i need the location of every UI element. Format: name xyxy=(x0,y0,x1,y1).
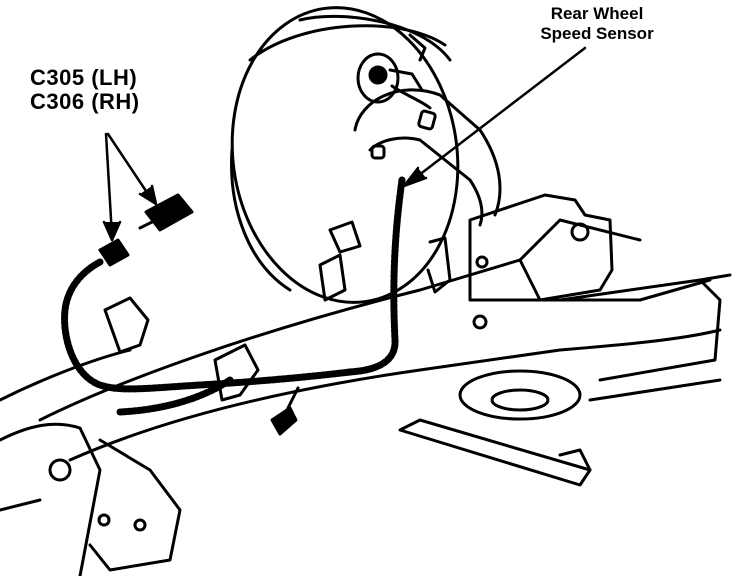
connector-label-rh: C306 (RH) xyxy=(30,89,140,114)
sensor-label-line2: Speed Sensor xyxy=(540,24,654,43)
sensor-label-line1: Rear Wheel xyxy=(550,4,644,23)
connector-label-lh: C305 (LH) xyxy=(30,65,138,90)
sensor-leader-line xyxy=(402,46,587,188)
axle-housing xyxy=(38,218,722,462)
suspension-bracket xyxy=(468,193,732,382)
spring-seat xyxy=(398,369,722,487)
frame-rail xyxy=(0,348,182,578)
sensor-harness xyxy=(346,176,406,376)
connector-plug-rh xyxy=(138,193,194,232)
sensor-label: Rear Wheel Speed Sensor xyxy=(512,4,682,44)
brake-line-fitting xyxy=(318,220,362,302)
backing-plate xyxy=(353,33,502,227)
harness-clips xyxy=(103,236,452,402)
wheel-speed-sensor xyxy=(356,52,432,110)
connector-leader-arrows xyxy=(102,132,158,242)
connector-label: C305 (LH) C306 (RH) xyxy=(30,66,140,114)
connector-plug-lh xyxy=(98,238,130,267)
brake-drum xyxy=(230,6,460,304)
mounting-bolt xyxy=(270,386,300,436)
